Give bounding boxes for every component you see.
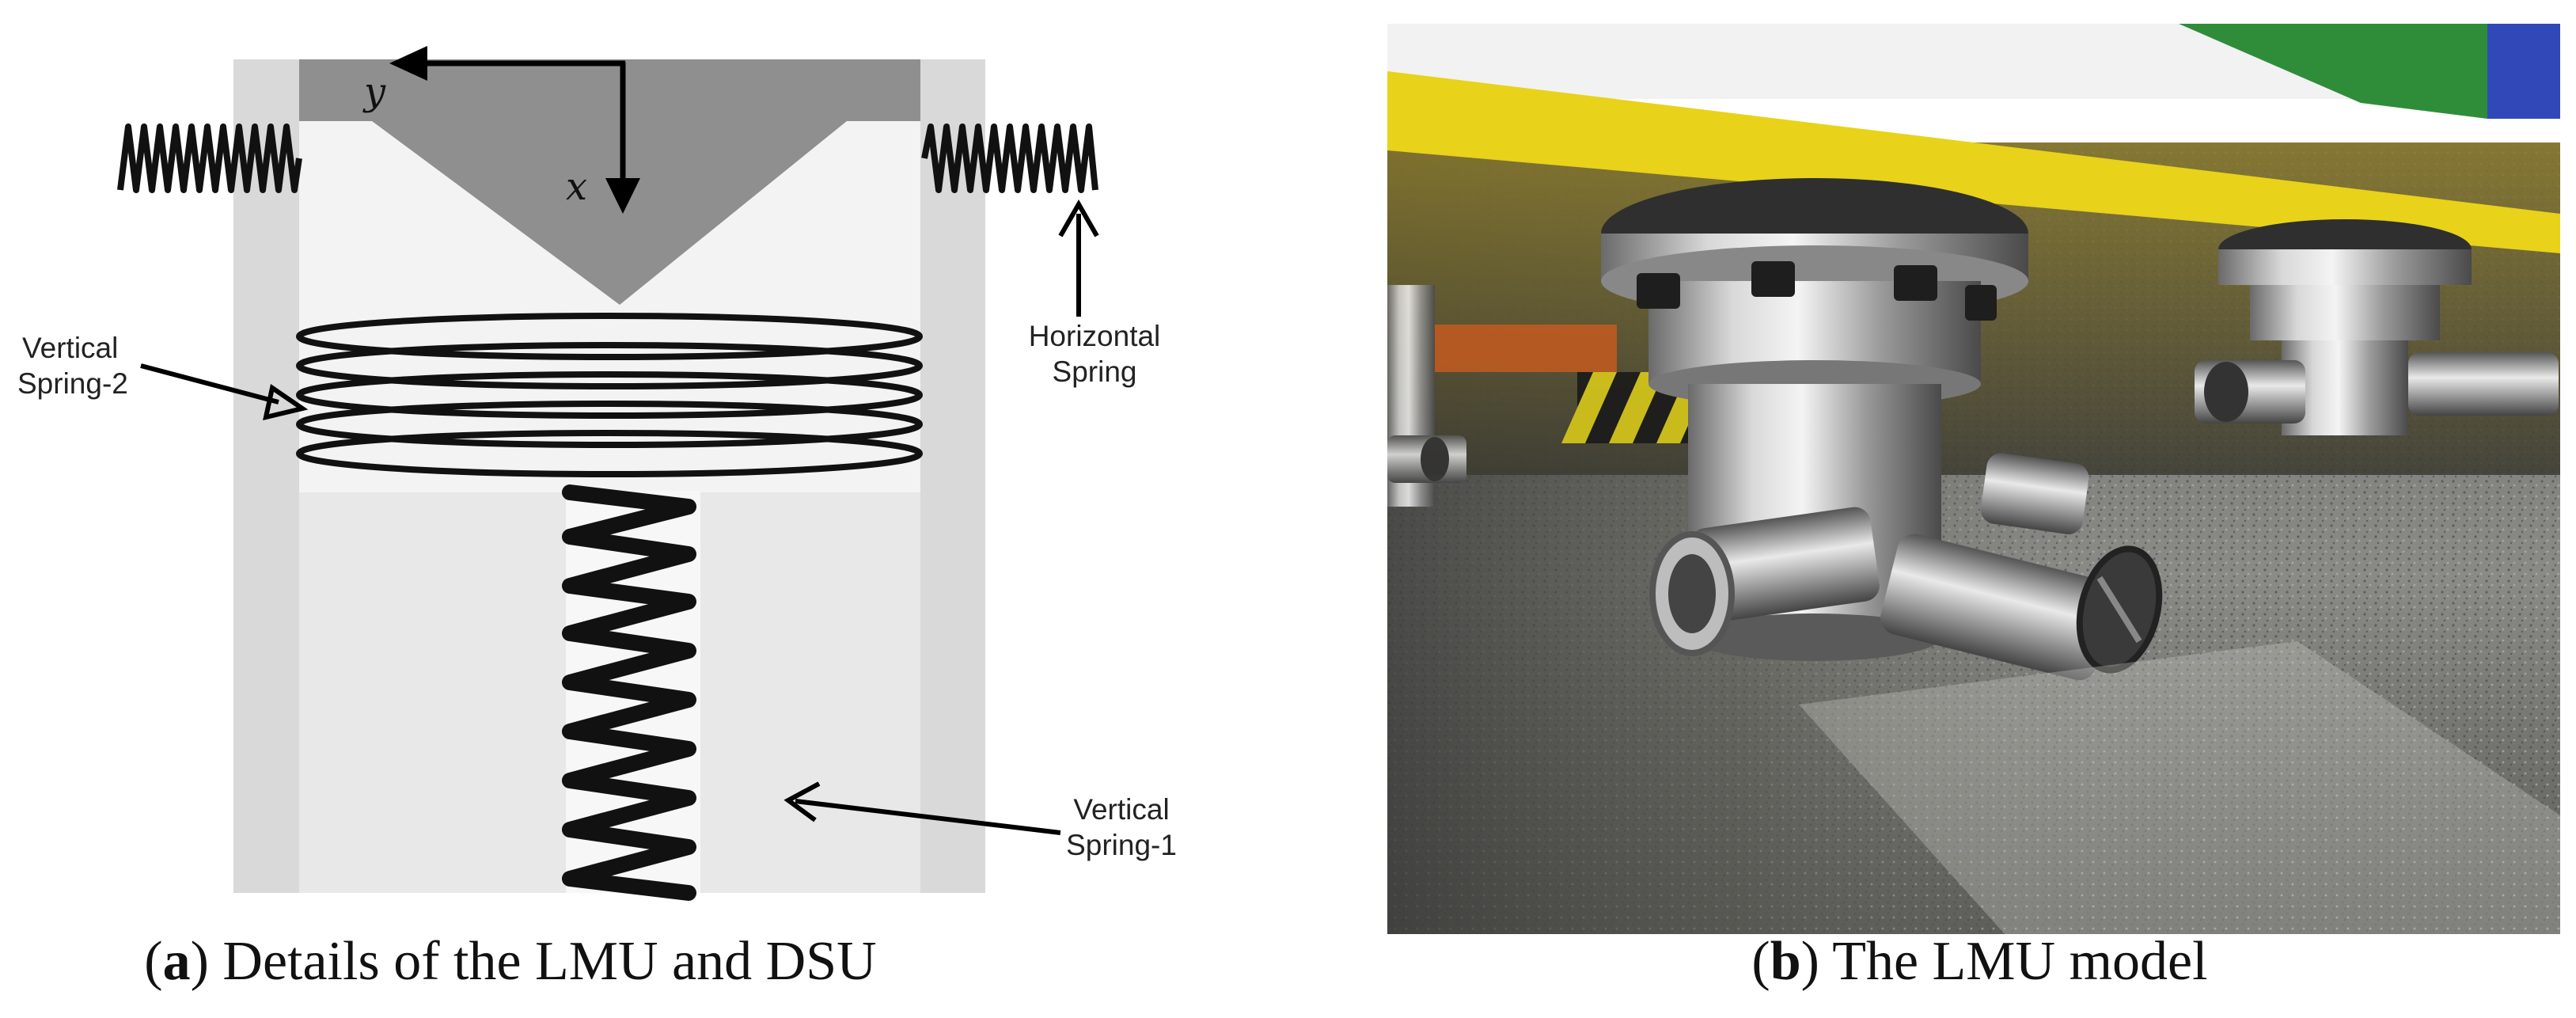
blue-panel — [2487, 24, 2560, 119]
v-wedge — [372, 121, 847, 305]
left-horizontal-spring — [117, 123, 302, 193]
top-bar — [299, 59, 920, 121]
y-axis-label: y — [362, 70, 386, 114]
horizontal-spring-label-line1: Horizontal — [1029, 320, 1161, 352]
horizontal-spring-label-line2: Spring — [1053, 355, 1137, 388]
lmu-secondary-unit — [2195, 219, 2559, 435]
panel-b-photo — [1306, 0, 2576, 1014]
panel-a-schematic: y x Vertical Spring-2 Horiz — [17, 46, 1177, 901]
lmu-main-unit — [1601, 178, 2163, 681]
caption-a: (a) Details of the LMU and DSU — [144, 931, 877, 992]
lmu-dsu-diagram: y x Vertical Spring-2 Horiz — [17, 46, 1177, 901]
caption-b: (b) The LMU model — [1751, 931, 2208, 992]
caption-a-text: Details of the LMU and DSU — [222, 931, 877, 992]
vertical-spring-1-label-line1: Vertical — [1073, 793, 1169, 826]
caption-b-text: The LMU model — [1832, 931, 2208, 992]
caption-b-letter: b — [1770, 931, 1801, 992]
vertical-spring-2 — [296, 313, 923, 477]
lmu-background-unit — [1387, 285, 1466, 507]
caption-a-letter: a — [162, 931, 191, 992]
lmu-model-photo — [1387, 24, 2560, 934]
annotation-arrows — [140, 199, 1099, 835]
orange-band — [1435, 325, 1617, 372]
vertical-spring-2-label-line1: Vertical — [22, 332, 118, 364]
vertical-spring-1 — [562, 484, 696, 901]
yellow-rim — [1387, 71, 2560, 253]
x-axis-label: x — [566, 165, 587, 209]
vertical-spring-1-label-line2: Spring-1 — [1066, 829, 1177, 861]
vertical-spring-2-label-line2: Spring-2 — [17, 367, 128, 400]
x-axis-arrowhead — [605, 178, 640, 214]
coordinate-axes: y x — [362, 46, 640, 214]
green-panel — [2179, 24, 2487, 119]
right-horizontal-spring — [921, 123, 1098, 193]
y-axis-arrowhead — [389, 46, 427, 81]
